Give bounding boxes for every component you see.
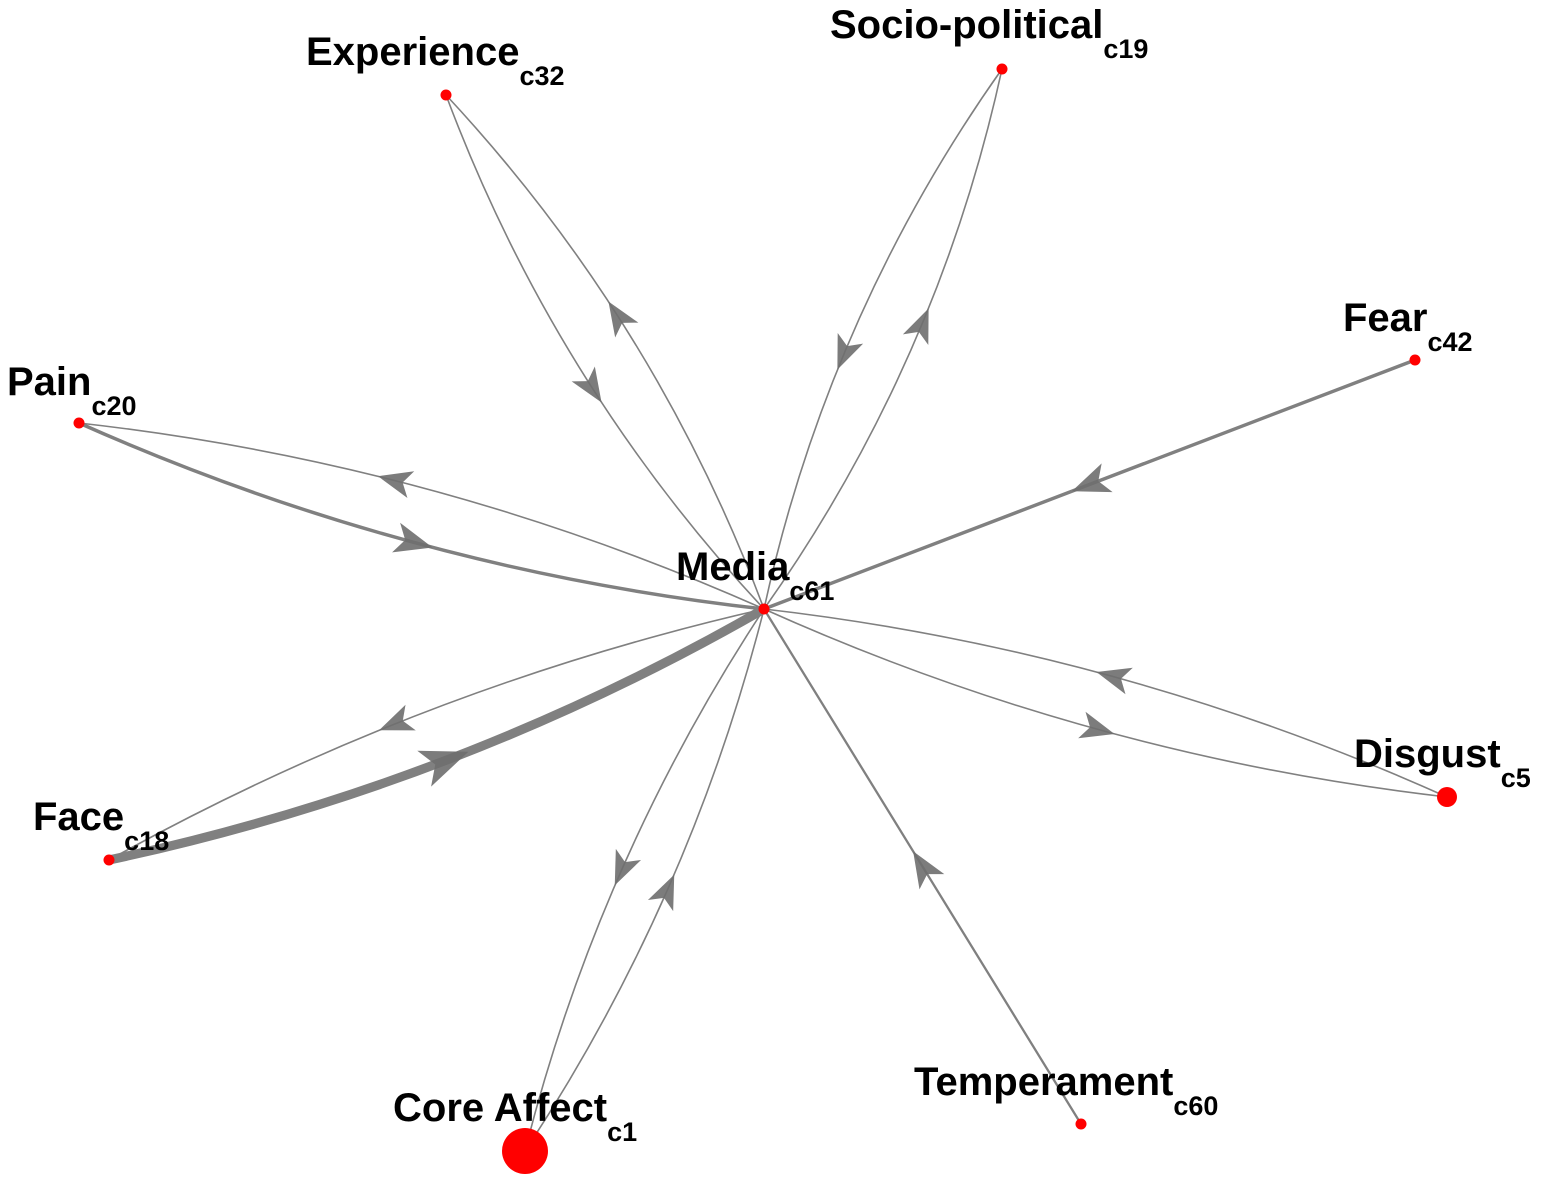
- edge-pain-to-media: [77, 421, 766, 611]
- node-name: Media: [676, 545, 790, 589]
- edge-coreaffect-to-media: [524, 608, 765, 1152]
- edge-media-to-disgust: [763, 608, 1448, 798]
- edge-media-to-sociopolitical: [763, 68, 1003, 610]
- node-label-media: Mediac61: [676, 545, 834, 606]
- arrowhead-face-to-media: [417, 750, 469, 787]
- edge-media-to-coreaffect: [524, 608, 765, 1152]
- node-layer: [73, 63, 1457, 1174]
- arrowhead-media-to-pain: [377, 471, 415, 498]
- arrowhead-sociopolitical-to-media: [837, 333, 864, 370]
- arrowhead-experience-to-media: [571, 366, 602, 403]
- arrowhead-media-to-sociopolitical: [902, 308, 929, 345]
- arrowhead-media-to-experience: [608, 301, 639, 338]
- edge-media-to-experience: [445, 94, 765, 610]
- arrowhead-media-to-face: [379, 704, 416, 731]
- edge-media-to-pain: [78, 422, 765, 610]
- node-code: c61: [789, 576, 834, 606]
- node-name: Experience: [306, 30, 519, 74]
- node-label-disgust: Disgustc5: [1354, 732, 1531, 793]
- node-name: Temperament: [914, 1060, 1173, 1104]
- node-label-experience: Experiencec32: [306, 30, 565, 91]
- node-name: Disgust: [1354, 732, 1501, 776]
- edge-media-to-face: [108, 608, 765, 861]
- node-label-face: Facec18: [33, 795, 169, 856]
- arrowhead-media-to-disgust: [1078, 711, 1115, 739]
- node-code: c19: [1103, 34, 1148, 64]
- edge-face-to-media: [104, 604, 769, 865]
- node-code: c18: [124, 826, 169, 856]
- arrowhead-media-to-coreaffect: [614, 848, 642, 886]
- node-code: c5: [1501, 763, 1531, 793]
- node-label-fear: Fearc42: [1343, 296, 1473, 357]
- arrowhead-coreaffect-to-media: [647, 874, 675, 912]
- node-label-pain: Painc20: [7, 360, 137, 421]
- node-code: c60: [1173, 1091, 1218, 1121]
- node-coreaffect[interactable]: [502, 1128, 548, 1174]
- node-disgust[interactable]: [1437, 787, 1457, 807]
- arrowhead-fear-to-media: [1071, 463, 1113, 493]
- node-code: c1: [607, 1117, 637, 1147]
- node-pain[interactable]: [73, 417, 85, 429]
- arrowhead-temperament-to-media: [913, 851, 945, 890]
- node-fear[interactable]: [1409, 354, 1421, 366]
- node-name: Pain: [7, 360, 91, 404]
- node-name: Socio-political: [830, 3, 1103, 47]
- edge-layer: [77, 68, 1448, 1152]
- arrowhead-pain-to-media: [392, 522, 433, 553]
- label-layer: Mediac61 Experiencec32 Socio-politicalc19F…: [7, 3, 1531, 1147]
- node-experience[interactable]: [440, 89, 452, 101]
- node-name: Core Affect: [393, 1086, 607, 1130]
- node-label-coreaffect: Core Affectc1: [393, 1086, 637, 1147]
- arrowhead-disgust-to-media: [1096, 667, 1133, 695]
- node-label-sociopolitical: Socio-politicalc19: [830, 3, 1148, 64]
- node-code: c20: [91, 391, 136, 421]
- node-name: Face: [33, 795, 124, 839]
- edge-sociopolitical-to-media: [763, 68, 1003, 610]
- node-temperament[interactable]: [1075, 1118, 1087, 1130]
- node-sociopolitical[interactable]: [996, 63, 1008, 75]
- edge-disgust-to-media: [763, 608, 1448, 798]
- node-name: Fear: [1343, 296, 1428, 340]
- node-label-temperament: Temperamentc60: [914, 1060, 1218, 1121]
- node-face[interactable]: [103, 854, 115, 866]
- edge-experience-to-media: [445, 94, 765, 610]
- node-code: c42: [1428, 327, 1473, 357]
- node-media[interactable]: [758, 603, 770, 615]
- node-code: c32: [519, 61, 564, 91]
